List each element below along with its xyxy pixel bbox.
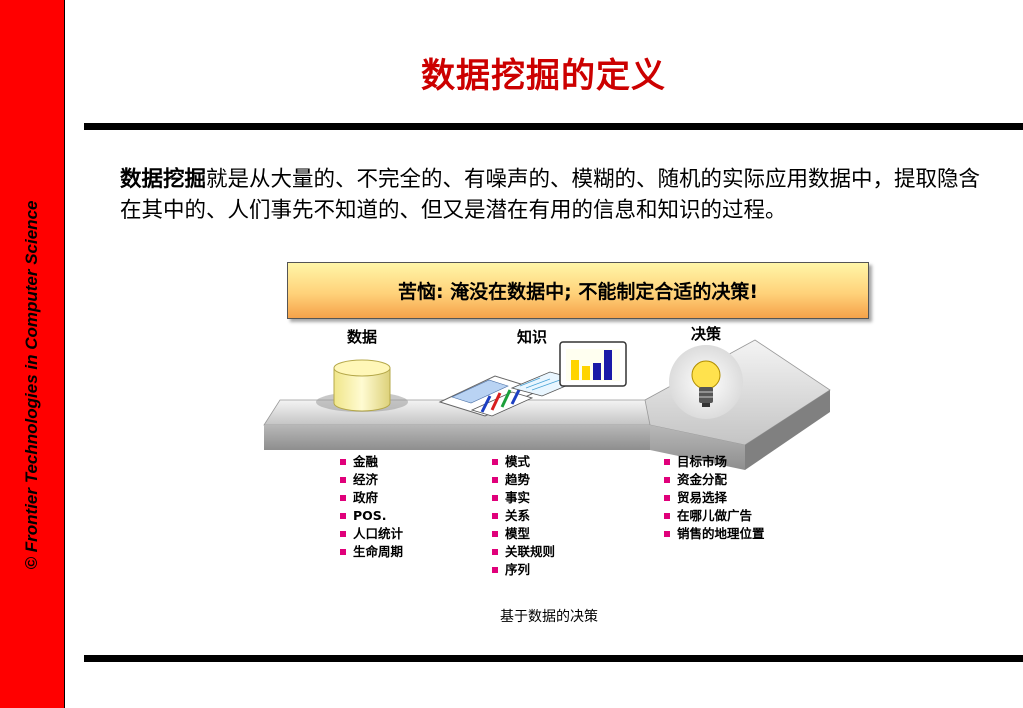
list-item: 事实 [490,489,555,507]
list-item: 目标市场 [662,453,765,471]
figure-caption: 基于数据的决策 [500,609,598,625]
list-item: 在哪儿做广告 [662,507,765,525]
list-item: 序列 [490,561,555,579]
database-cylinder-icon [316,359,408,412]
data-to-decision-diagram [263,339,831,470]
slide-title: 数据挖掘的定义 [421,56,666,96]
list-knowledge: 模式 趋势 事实 关系 模型 关联规则 序列 [490,453,555,579]
list-item: POS. [338,507,403,525]
list-item: 销售的地理位置 [662,525,765,543]
problem-banner: 苦恼: 淹没在数据中; 不能制定合适的决策! [287,262,869,319]
list-item: 经济 [338,471,403,489]
list-item: 贸易选择 [662,489,765,507]
lightbulb-icon [669,345,743,419]
bottom-divider [84,655,1023,662]
list-item: 人口统计 [338,525,403,543]
heading-knowledge: 知识 [517,328,548,346]
list-item: 关联规则 [490,543,555,561]
list-item: 趋势 [490,471,555,489]
list-item: 生命周期 [338,543,403,561]
report-sheets-icon [438,371,582,417]
heading-data: 数据 [347,328,378,346]
sidebar-copyright: © Frontier Technologies in Computer Scie… [22,200,41,570]
list-item: 模式 [490,453,555,471]
list-item: 金融 [338,453,403,471]
list-decision: 目标市场 资金分配 贸易选择 在哪儿做广告 销售的地理位置 [662,453,765,543]
list-item: 模型 [490,525,555,543]
top-divider [84,123,1023,130]
definition-term: 数据挖掘 [120,167,207,192]
list-item: 资金分配 [662,471,765,489]
definition-paragraph: 数据挖掘就是从大量的、不完全的、有噪声的、模糊的、随机的实际应用数据中，提取隐含… [120,164,1000,226]
sidebar: © Frontier Technologies in Computer Scie… [0,0,65,708]
bar-chart-screen-icon [559,341,627,387]
list-item: 关系 [490,507,555,525]
list-data: 金融 经济 政府 POS. 人口统计 生命周期 [338,453,403,561]
heading-decision: 决策 [691,325,722,343]
list-item: 政府 [338,489,403,507]
definition-text: 就是从大量的、不完全的、有噪声的、模糊的、随机的实际应用数据中，提取隐含在其中的… [120,167,981,223]
